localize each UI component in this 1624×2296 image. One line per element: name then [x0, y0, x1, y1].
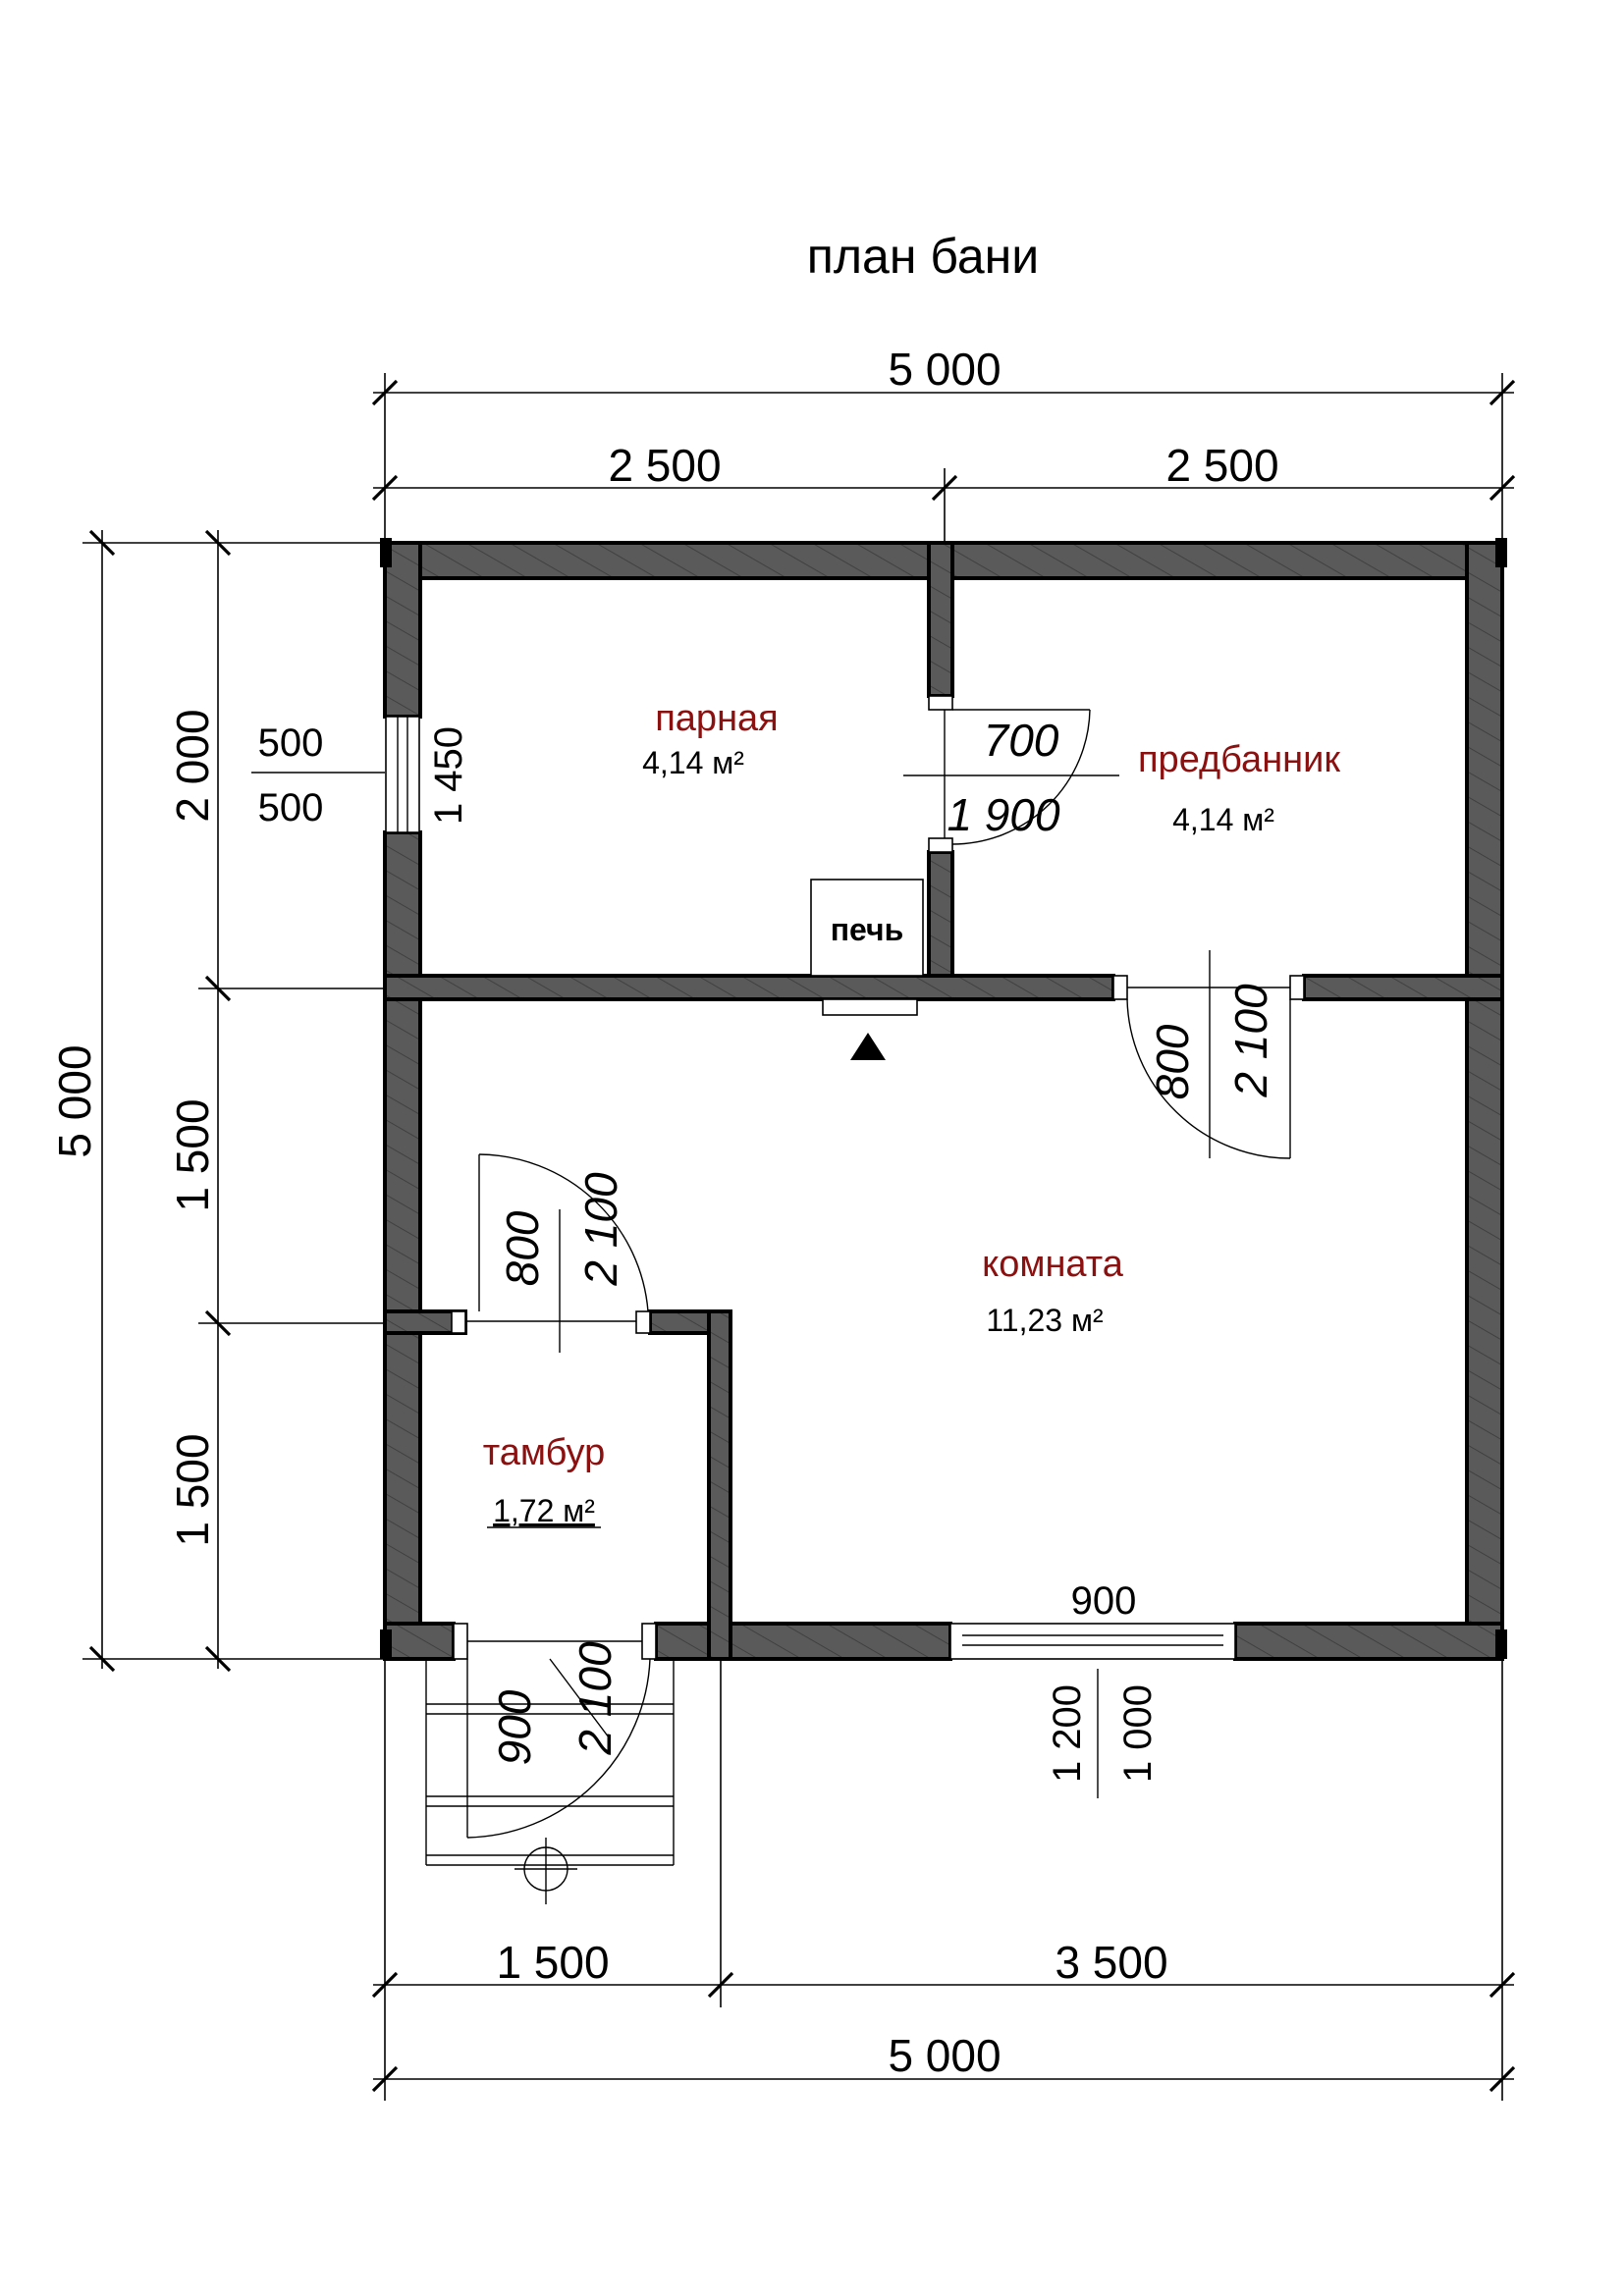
- plan-title: план бани: [807, 229, 1039, 284]
- door-tambur-width: 800: [497, 1210, 548, 1286]
- top-dimensions: 5 000 2 500 2 500: [371, 344, 1516, 545]
- door-tambur-height: 2 100: [575, 1172, 626, 1287]
- bottom-dimensions: 1 500 3 500 5 000: [371, 1659, 1516, 2101]
- door-parnaya-width: 700: [984, 715, 1059, 766]
- door-entry: 900 2 100: [453, 1623, 657, 1839]
- door-predbannik-width: 800: [1147, 1024, 1198, 1099]
- door-entry-height: 2 100: [569, 1641, 621, 1756]
- left-window-top: 500: [258, 721, 324, 765]
- room-parnaya-name: парная: [655, 698, 779, 739]
- porch-steps: [425, 1659, 675, 1904]
- stove-label: печь: [831, 912, 904, 947]
- stove-access-arrow-icon: [850, 1033, 886, 1060]
- room-predbannik-area: 4,14 м²: [1172, 802, 1274, 837]
- left-dimensions: 5 000 2 000 1 500 1 500: [49, 529, 463, 1673]
- walls: [380, 538, 1507, 1661]
- left-window-bottom: 500: [258, 786, 324, 829]
- left-middle-dim: 1 500: [167, 1098, 218, 1211]
- bottom-overall-dim: 5 000: [888, 2030, 1001, 2081]
- left-window-height: 1 450: [427, 726, 470, 825]
- room-tambur-area: 1,72 м²: [493, 1493, 595, 1528]
- bottom-window-height: 1 000: [1116, 1684, 1160, 1783]
- door-predbannik: 800 2 100: [1112, 950, 1305, 1159]
- bottom-window-sill: 1 200: [1046, 1684, 1089, 1783]
- door-entry-width: 900: [489, 1689, 540, 1765]
- room-komnata-area: 11,23 м²: [986, 1303, 1104, 1338]
- top-overall-dim: 5 000: [888, 344, 1001, 395]
- door-predbannik-height: 2 100: [1225, 984, 1276, 1098]
- room-tambur-name: тамбур: [483, 1432, 605, 1473]
- door-parnaya-height: 1 900: [947, 789, 1060, 840]
- bottom-left-dim: 1 500: [496, 1937, 609, 1988]
- bottom-window: 900 1 200 1 000: [949, 1579, 1236, 1798]
- room-predbannik-name: предбанник: [1138, 739, 1340, 780]
- room-labels: парная 4,14 м² предбанник 4,14 м² комнат…: [483, 698, 1341, 1528]
- stove: печь: [810, 879, 924, 1060]
- left-top-dim: 2 000: [167, 709, 218, 822]
- top-right-dim: 2 500: [1165, 440, 1278, 491]
- bottom-window-width: 900: [1071, 1579, 1137, 1623]
- left-overall-dim: 5 000: [49, 1044, 100, 1157]
- room-komnata-name: комната: [982, 1244, 1124, 1285]
- left-bottom-dim: 1 500: [167, 1433, 218, 1546]
- bottom-right-dim: 3 500: [1055, 1937, 1167, 1988]
- door-tambur-inner: 800 2 100: [451, 1153, 651, 1353]
- door-parnaya: 700 1 900: [903, 695, 1119, 853]
- top-left-dim: 2 500: [608, 440, 721, 491]
- room-parnaya-area: 4,14 м²: [642, 745, 744, 780]
- left-window: 500 500 1 450: [251, 716, 470, 833]
